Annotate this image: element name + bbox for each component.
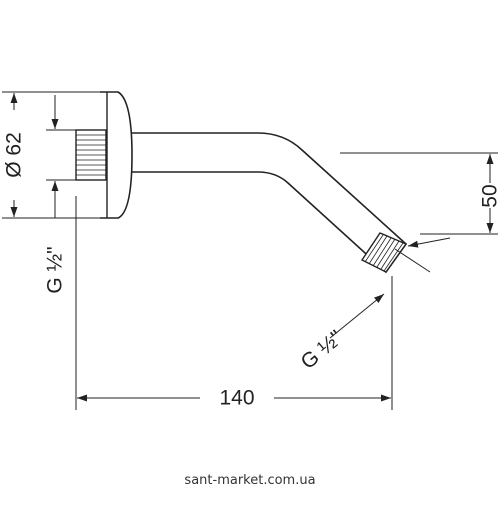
shower-arm <box>132 133 406 272</box>
dimension-inlet-thread <box>46 95 76 218</box>
watermark: sant-market.com.ua <box>0 473 500 488</box>
length-label: 140 <box>219 387 254 410</box>
outlet-thread-label: G ½" <box>297 326 348 374</box>
inlet-thread-label: G ½" <box>44 246 67 293</box>
drop-label: 50 <box>479 184 500 207</box>
flange-diameter-label: Ø 62 <box>3 132 26 178</box>
dimension-drop <box>340 153 498 234</box>
inlet-thread <box>76 130 106 180</box>
